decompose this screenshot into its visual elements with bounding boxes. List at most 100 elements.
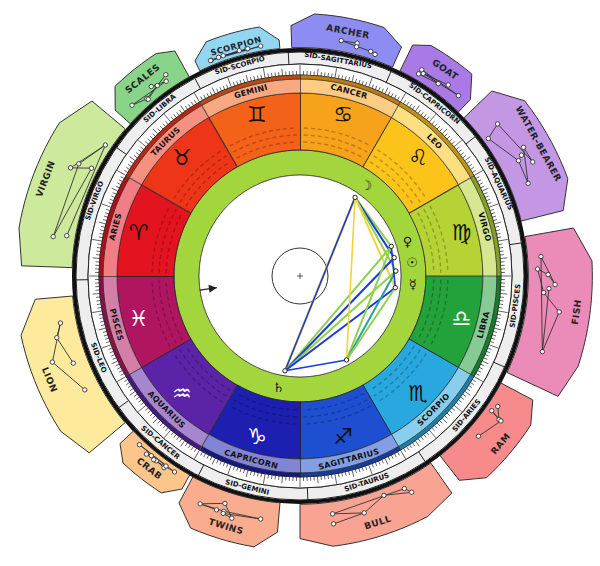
star-dot [163,464,167,468]
sidereal-label: SID-ARIES [452,399,483,434]
star-dot [416,72,420,76]
degree-tick [486,351,490,352]
degree-tick [359,468,360,472]
degree-tick [472,380,475,382]
sign-strip [200,75,301,105]
degree-tick [134,156,137,158]
degree-tick [424,114,426,117]
degree-tick [324,476,325,480]
ephemeris-dashes [233,135,297,152]
degree-tick [500,300,504,301]
degree-tick [121,177,124,179]
star-dot [382,493,386,497]
degree-tick [97,247,101,249]
degree-tick [263,474,265,484]
degree-tick [271,475,273,479]
degree-tick [331,475,333,479]
degree-tick [499,247,503,249]
degree-tick [452,408,455,411]
degree-tick [145,408,148,411]
degree-tick [494,328,501,330]
degree-tick [153,129,158,134]
sidereal-dividers [76,52,522,500]
degree-tick [500,297,504,298]
star-dot [217,55,221,59]
degree-tick [130,157,136,161]
degree-tick [397,97,399,100]
degree-tick [111,188,117,191]
star-dot [198,502,202,506]
degree-tick [372,464,373,468]
degree-tick [303,71,304,75]
degree-tick [195,93,200,102]
degree-tick [369,465,372,474]
degree-tick [113,358,117,360]
sidereal-label: SID-CANCER [139,425,180,461]
degree-tick [97,303,101,305]
star-dot [490,409,494,413]
aspect-line [347,288,396,360]
degree-tick [177,112,179,115]
ephemeris-dashes [304,142,364,158]
degree-tick [394,95,396,99]
degree-tick [207,93,209,97]
degree-tick [166,121,169,124]
star-dot [535,267,539,271]
star-dot [68,166,72,170]
degree-tick [426,117,429,120]
degree-tick [271,73,273,77]
degree-tick [303,477,304,481]
degree-tick [194,448,196,451]
degree-tick [119,370,123,372]
degree-tick [500,254,504,255]
degree-tick [113,193,117,195]
degree-tick [250,471,252,475]
star-dot [331,521,335,525]
degree-tick [372,85,373,89]
degree-tick [314,71,315,75]
star-dot [172,470,176,474]
center-cross [300,273,301,279]
degree-tick [243,79,244,83]
degree-tick [117,183,121,185]
degree-tick [95,279,99,280]
degree-tick [223,86,224,90]
sign-name-band [392,368,471,447]
degree-tick [479,367,483,369]
star-dot [409,490,413,494]
planet-point [389,244,393,248]
sidereal-band [76,52,524,500]
degree-tick [497,314,501,316]
degree-tick [495,226,499,228]
degree-tick [227,464,228,468]
star-dot [436,82,440,86]
degree-tick [488,203,492,204]
star-dot [83,387,87,391]
degree-tick [124,170,127,172]
degree-tick [404,448,406,451]
sidereal-label: SID-CAPRICORN [407,82,461,126]
degree-tick [415,106,419,112]
star-dot [526,181,530,185]
degree-tick [476,373,479,375]
degree-tick [220,461,222,465]
degree-tick [92,311,102,313]
degree-tick [174,114,176,117]
degree-tick [171,432,174,435]
sign-sector: VIRGO♍ [405,172,505,281]
degree-tick [160,126,163,129]
degree-tick [485,355,489,357]
degree-tick [465,391,471,395]
star-dot [71,361,75,365]
planet-point [394,269,398,273]
house-ring [174,150,426,402]
degree-tick [388,92,390,96]
star-dot [221,512,225,516]
degree-tick [481,364,485,366]
degree-tick [482,361,488,364]
constellation-figure [364,495,384,513]
star-dot [521,145,525,149]
degree-tick [310,71,311,75]
degree-tick [501,286,505,287]
star-dot [103,143,107,147]
